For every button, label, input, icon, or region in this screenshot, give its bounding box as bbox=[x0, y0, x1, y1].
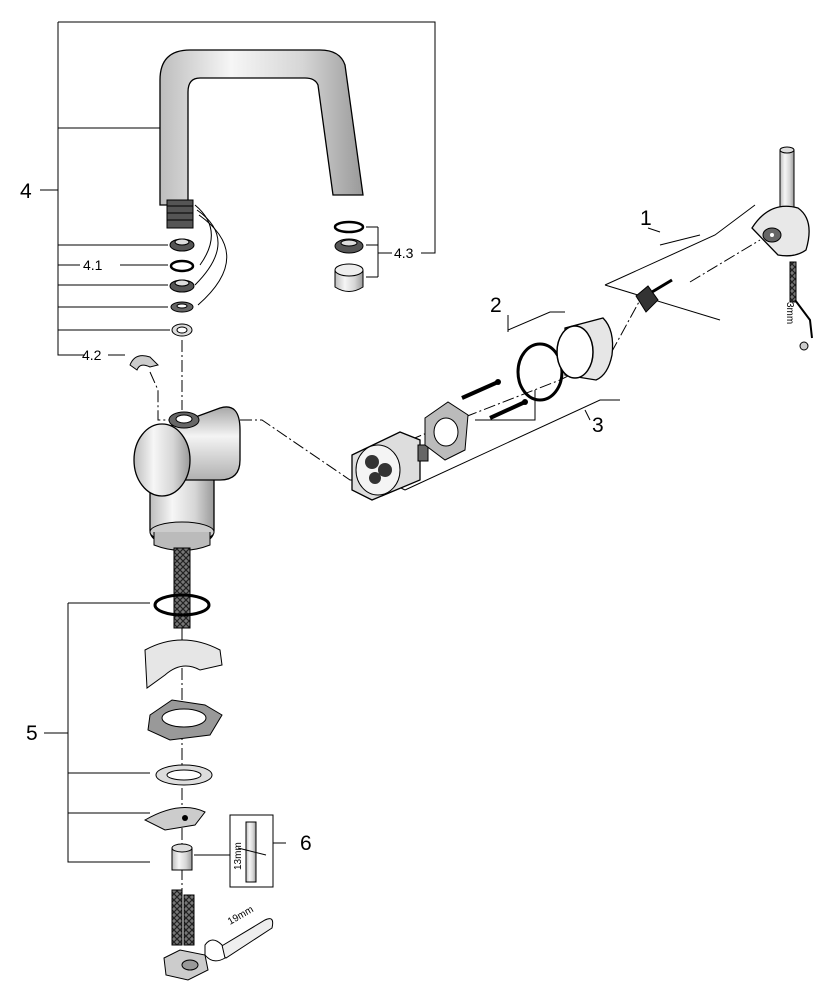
spout bbox=[159, 49, 364, 206]
aerator-insert bbox=[169, 238, 195, 252]
aerator-parts-4-3 bbox=[333, 220, 392, 292]
fixing-screws bbox=[461, 379, 528, 420]
washer bbox=[170, 301, 194, 313]
label-4-3: 4.3 bbox=[394, 245, 414, 261]
retaining-clip-4-2 bbox=[129, 355, 159, 371]
fixing-clip bbox=[143, 807, 206, 831]
o-ring-3 bbox=[516, 342, 564, 402]
label-5: 5 bbox=[26, 722, 38, 745]
hose-connectors bbox=[163, 889, 209, 981]
cartridge-nut-plate bbox=[424, 401, 469, 461]
supply-hoses bbox=[173, 547, 191, 900]
label-1: 1 bbox=[640, 207, 652, 230]
label-2: 2 bbox=[490, 294, 502, 317]
flow-regulator bbox=[169, 279, 195, 293]
flat-washer bbox=[155, 764, 213, 786]
label-4-1: 4.1 bbox=[83, 257, 103, 273]
grub-screw-and-key bbox=[789, 261, 813, 351]
cover-sleeve-2 bbox=[556, 317, 614, 381]
horseshoe-washer bbox=[144, 639, 223, 689]
spout-group bbox=[40, 21, 436, 421]
o-ring-seal bbox=[153, 593, 211, 617]
fixing-nut bbox=[171, 843, 193, 871]
lever-handle-1 bbox=[751, 146, 810, 257]
open-end-wrench bbox=[204, 918, 274, 962]
socket-wrench-tool bbox=[194, 814, 286, 888]
clip-ring bbox=[171, 323, 193, 337]
tool-size-19mm: 19mm bbox=[226, 904, 256, 927]
tool-size-3mm: 3mm bbox=[784, 302, 795, 324]
tap-body bbox=[133, 406, 241, 551]
spout-tip bbox=[166, 199, 228, 306]
handle-adapter bbox=[635, 278, 673, 313]
tool-size-13mm: 13mm bbox=[233, 842, 244, 870]
cartridge-group bbox=[240, 204, 761, 491]
star-plate bbox=[147, 699, 223, 741]
label-6: 6 bbox=[300, 832, 312, 855]
label-4-2: 4.2 bbox=[82, 347, 102, 363]
label-4: 4 bbox=[20, 180, 32, 203]
label-3: 3 bbox=[592, 414, 604, 437]
mounting-group bbox=[44, 593, 223, 871]
cartridge bbox=[351, 431, 429, 501]
seal-ring-4-1 bbox=[169, 259, 195, 273]
